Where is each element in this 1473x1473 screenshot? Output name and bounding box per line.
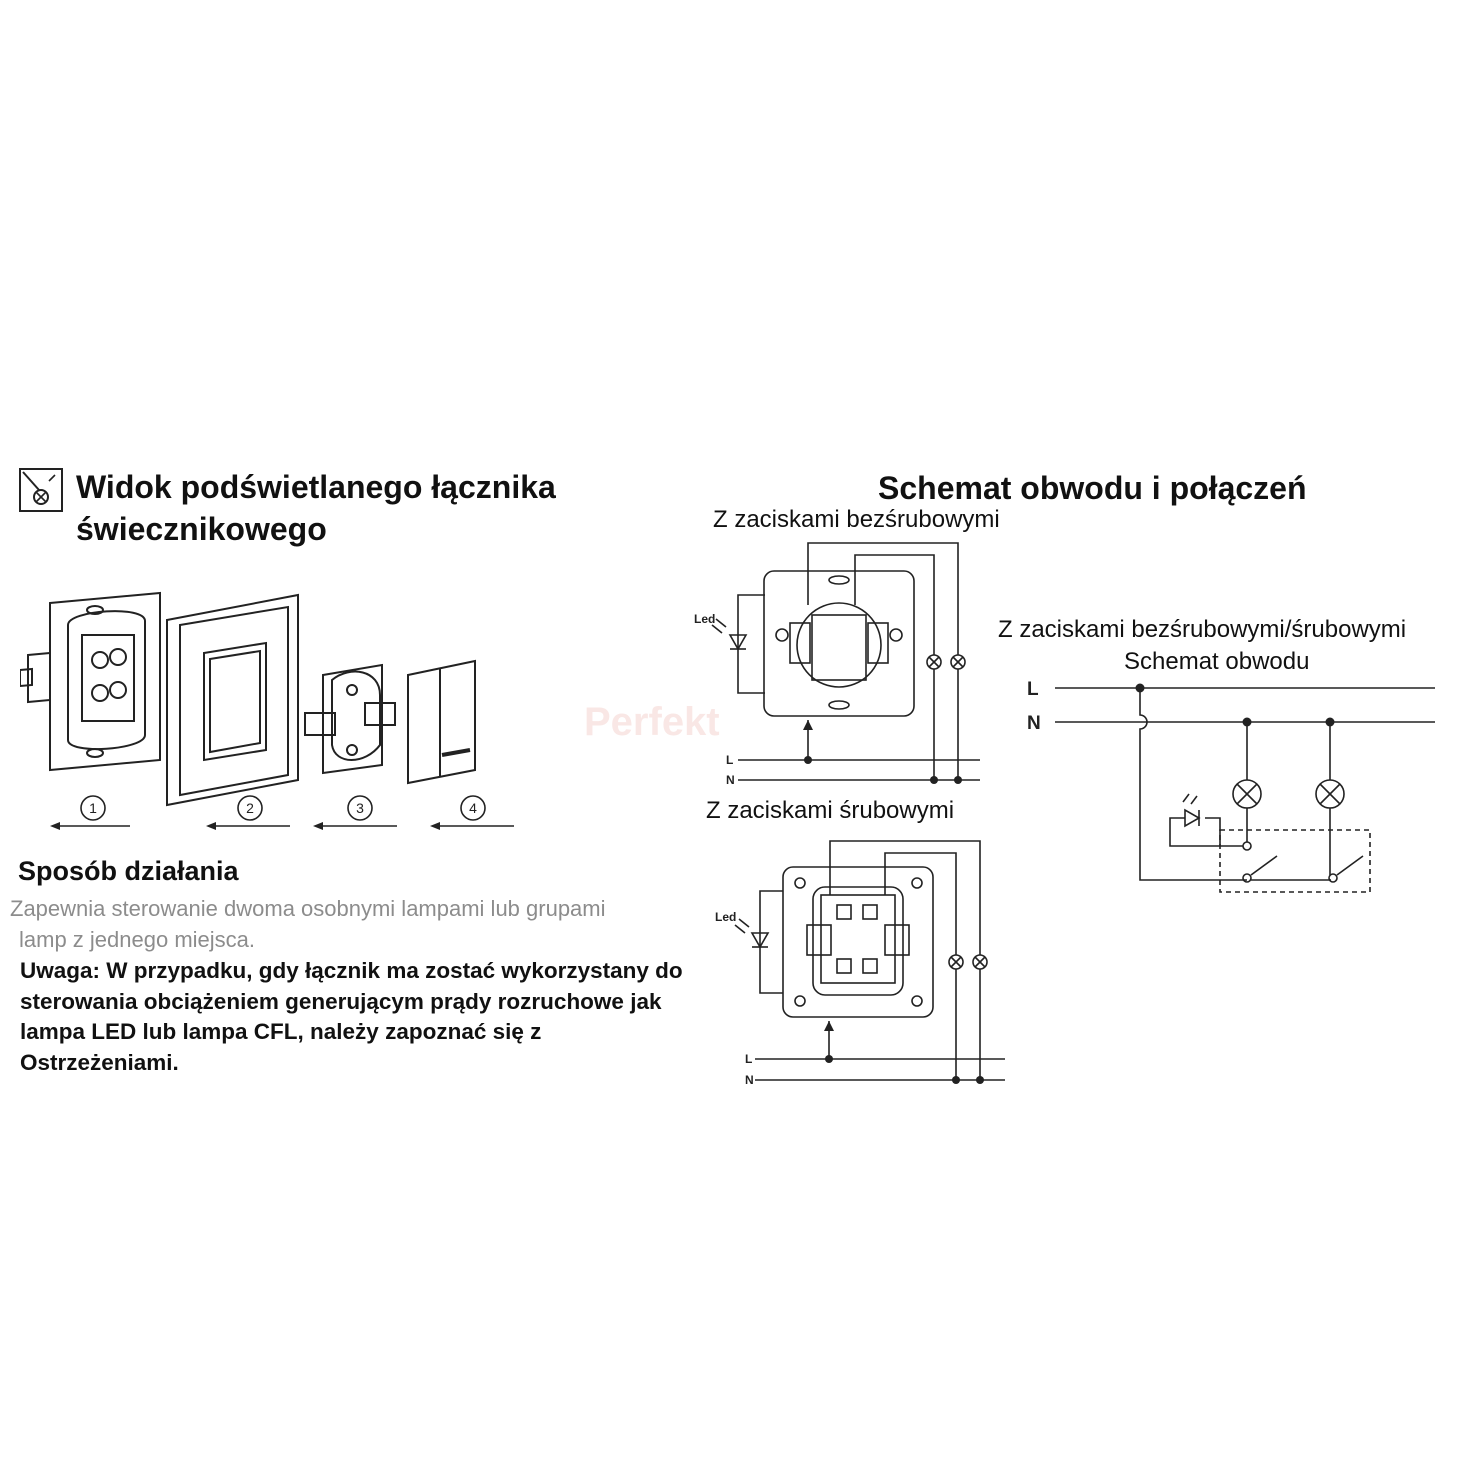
sposob-heading: Sposób działania xyxy=(18,856,239,886)
wiring-diagram-screwless: Led L N xyxy=(694,542,980,787)
led-diode-icon xyxy=(734,918,770,949)
step-number: 3 xyxy=(356,800,364,816)
step-4-circle xyxy=(460,795,486,821)
lamp-cross-icon xyxy=(948,954,964,970)
step-1-circle xyxy=(80,795,106,821)
line-n-label: N xyxy=(1027,713,1041,734)
line-l-label: L xyxy=(1027,679,1039,700)
lamp-cross-icon xyxy=(1236,783,1258,805)
line-l-label: L xyxy=(726,753,733,767)
right-title: Schemat obwodu i połączeń xyxy=(878,470,1307,506)
subtitle-both: Z zaciskami bezśrubowymi/śrubowymi xyxy=(998,616,1407,643)
exploded-view-illustration xyxy=(20,591,476,807)
step-2-circle xyxy=(237,795,263,821)
warning-line: sterowania obciążeniem generującym prądy… xyxy=(20,988,662,1014)
keys xyxy=(407,659,476,785)
step-number: 1 xyxy=(89,800,97,816)
lamp-cross-icon xyxy=(950,654,966,670)
warning-line: lampa LED lub lampa CFL, należy zapoznać… xyxy=(20,1019,542,1044)
step-number: 2 xyxy=(246,800,254,816)
led-diode-icon xyxy=(1182,793,1201,828)
left-title: Widok podświetlanego łącznika świeczniko… xyxy=(76,469,556,547)
lamp-cross-icon xyxy=(972,954,988,970)
assembly-steps: 1 2 3 4 xyxy=(50,795,514,830)
warning-line: Uwaga: W przypadku, gdy łącznik ma zosta… xyxy=(20,958,683,983)
description: Zapewnia sterowanie dwoma osobnymi lampa… xyxy=(10,893,710,955)
description-line: Zapewnia sterowanie dwoma osobnymi lampa… xyxy=(10,896,606,921)
subtitle-srubowe: Z zaciskami śrubowymi xyxy=(706,797,955,824)
led-diode-icon xyxy=(711,618,748,651)
watermark: Perfekt xyxy=(584,700,720,744)
illuminated-switch-icon xyxy=(19,468,63,512)
line-l-label: L xyxy=(745,1052,752,1066)
led-label: Led xyxy=(694,612,715,626)
led-label: Led xyxy=(715,910,736,924)
warning-line: Ostrzeżeniami. xyxy=(20,1049,179,1075)
frame xyxy=(166,593,299,807)
subtitle-schemat: Schemat obwodu xyxy=(1124,648,1310,675)
lamp-cross-icon xyxy=(926,654,942,670)
line-n-label: N xyxy=(745,1073,754,1085)
circuit-schematic: L N xyxy=(1027,679,1435,893)
description-line: lamp z jednego miejsca. xyxy=(19,927,256,952)
lamp-cross-icon xyxy=(1319,783,1341,805)
step-number: 4 xyxy=(469,800,477,816)
subtitle-beszrubowe: Z zaciskami bezśrubowymi xyxy=(713,506,1000,533)
line-n-label: N xyxy=(726,773,735,787)
wiring-diagram-screw: Led L N xyxy=(715,840,1005,1085)
mechanism-plate xyxy=(20,591,161,772)
warning: Uwaga: W przypadku, gdy łącznik ma zosta… xyxy=(20,956,780,1078)
step-3-circle xyxy=(347,795,373,821)
mounting-block xyxy=(304,663,396,775)
